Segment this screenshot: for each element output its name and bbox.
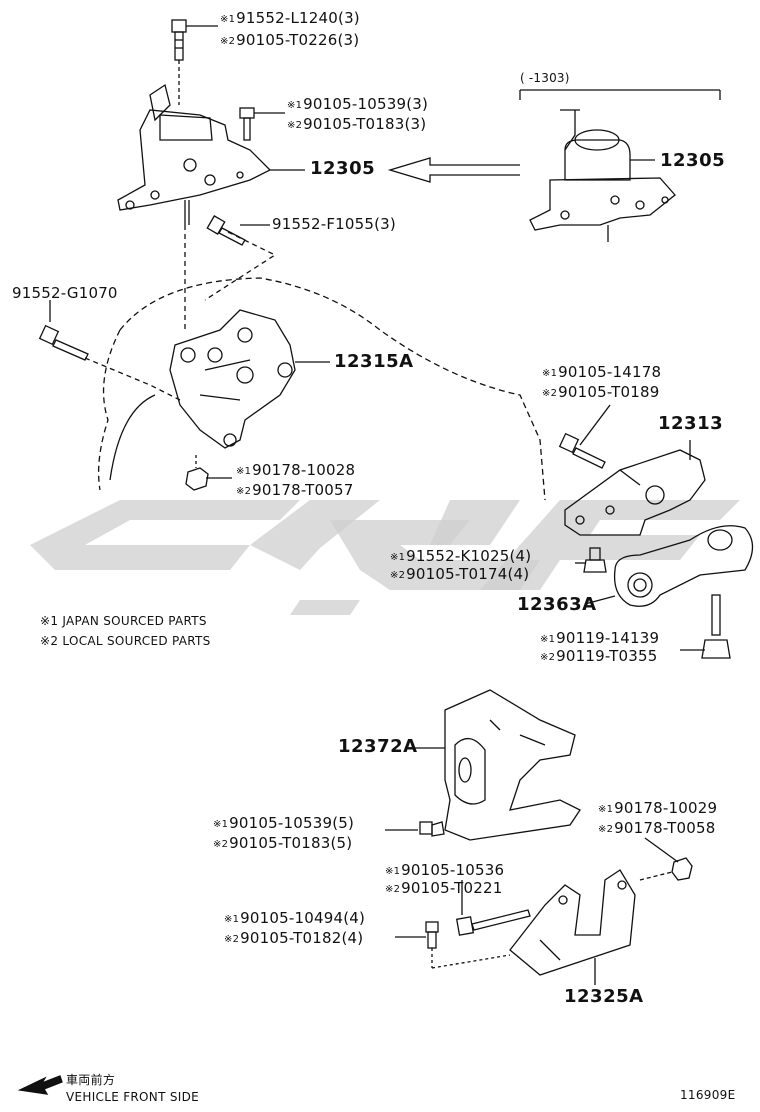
nut-10029-icon	[671, 857, 693, 881]
bolt-k1025-icon	[583, 547, 607, 573]
engine-mount-12305-alt-icon	[529, 109, 676, 242]
label-bolt-mid-1: ※190105-10539(3)	[287, 95, 429, 113]
bolt-10539-5-icon	[419, 821, 445, 837]
label-bolt-k1025-2: ※290105-T0174(4)	[390, 565, 530, 583]
label-12313: 12313	[658, 413, 724, 434]
label-12372a: 12372A	[338, 736, 418, 757]
label-12363a: 12363A	[517, 594, 597, 615]
label-12305-alt: 12305	[660, 150, 726, 171]
label-nut-10028-1: ※190178-10028	[236, 461, 356, 479]
bolt-10494-icon	[425, 921, 439, 949]
label-bolt-mid-2: ※290105-T0183(3)	[287, 115, 427, 133]
front-side-jp: 車両前方	[66, 1073, 116, 1087]
line-art	[17, 19, 754, 1095]
bolt-mid-icon	[239, 107, 255, 141]
label-bolt-10539-5-1: ※190105-10539(5)	[213, 814, 355, 832]
label-bolt-10536-1: ※190105-10536	[385, 861, 505, 879]
label-bolt-k1025-1: ※191552-K1025(4)	[390, 547, 532, 565]
label-12315a: 12315A	[334, 351, 414, 372]
bolt-14178-icon	[558, 432, 606, 469]
label-range-note: ( -1303)	[520, 71, 570, 85]
footnote-2: ※2 LOCAL SOURCED PARTS	[40, 634, 211, 648]
watermark-logo	[30, 500, 740, 615]
label-nut-10028-2: ※290178-T0057	[236, 481, 354, 499]
label-bolt-14139-2: ※290119-T0355	[540, 647, 658, 665]
label-bolt-10539-5-2: ※290105-T0183(5)	[213, 834, 353, 852]
label-bolt-10536-2: ※290105-T0221	[385, 879, 503, 897]
torque-rod-12363a-icon	[613, 525, 754, 607]
diagram-id: 116909E	[680, 1088, 736, 1102]
label-nut-10029-1: ※190178-10029	[598, 799, 718, 817]
bolt-g1070-icon	[38, 324, 89, 361]
vehicle-front-arrow-icon	[17, 1075, 63, 1095]
nut-10028-icon	[185, 467, 209, 491]
label-12325a: 12325A	[564, 986, 644, 1007]
bracket-12315a-icon	[169, 309, 296, 449]
label-bolt-14178-1: ※190105-14178	[542, 363, 662, 381]
label-bolt-f1055: 91552-F1055(3)	[272, 215, 396, 233]
label-bolt-top-1: ※191552-L1240(3)	[220, 9, 360, 27]
label-bolt-top-2: ※290105-T0226(3)	[220, 31, 360, 49]
label-12305: 12305	[310, 158, 376, 179]
bolt-14139-icon	[701, 594, 731, 659]
label-nut-10029-2: ※290178-T0058	[598, 819, 716, 837]
bolt-10536-icon	[455, 909, 531, 936]
footnote-1: ※1 JAPAN SOURCED PARTS	[40, 614, 207, 628]
front-side-en: VEHICLE FRONT SIDE	[66, 1090, 199, 1104]
bolt-top-icon	[171, 19, 187, 61]
label-bolt-g1070: 91552-G1070	[12, 284, 118, 302]
mount-12372a-icon	[444, 689, 581, 841]
label-bolt-14139-1: ※190119-14139	[540, 629, 660, 647]
label-bolt-10494-2: ※290105-T0182(4)	[224, 929, 364, 947]
bolt-f1055-icon	[206, 215, 246, 246]
engine-mount-12305-icon	[117, 83, 272, 225]
label-bolt-14178-2: ※290105-T0189	[542, 383, 660, 401]
bracket-12313-icon	[564, 440, 706, 536]
label-bolt-10494-1: ※190105-10494(4)	[224, 909, 366, 927]
bracket-12325a-icon	[509, 869, 636, 976]
